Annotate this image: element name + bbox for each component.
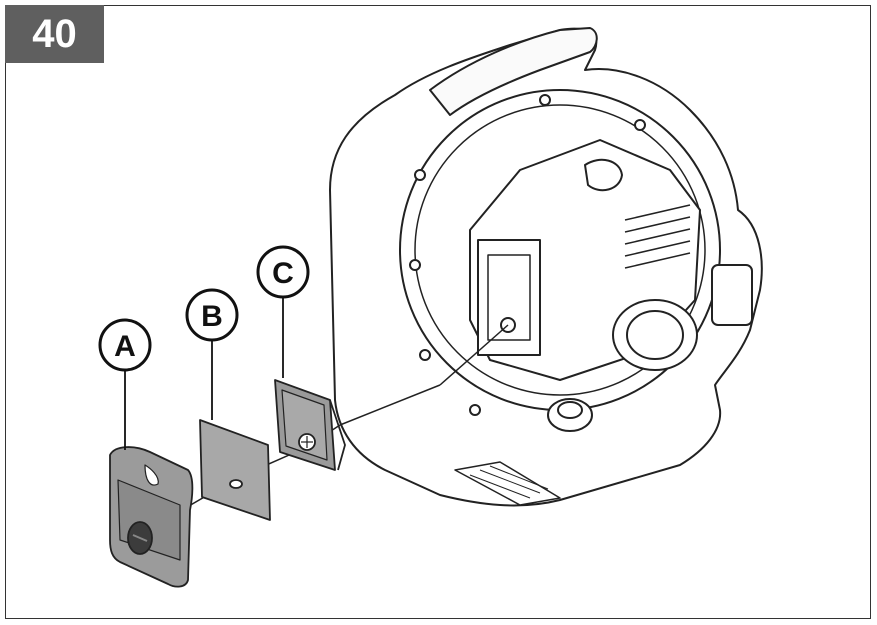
callout-c: C bbox=[256, 245, 310, 378]
top-handle bbox=[429, 27, 598, 116]
callout-b: B bbox=[185, 288, 239, 420]
callout-a: A bbox=[98, 318, 152, 450]
callout-a-label: A bbox=[114, 330, 136, 363]
blower-engine-assembly bbox=[329, 27, 763, 507]
part-b-filter-element bbox=[199, 419, 271, 521]
callout-c-label: C bbox=[272, 257, 294, 290]
spark-plug-cap bbox=[584, 158, 623, 192]
callout-b-label: B bbox=[201, 300, 223, 333]
recoil-starter bbox=[612, 299, 698, 371]
part-c-base-plate bbox=[274, 379, 346, 471]
fuel-cap bbox=[547, 398, 593, 432]
part-a-filter-cover bbox=[109, 446, 194, 588]
figure-number-badge: 40 bbox=[5, 5, 104, 63]
